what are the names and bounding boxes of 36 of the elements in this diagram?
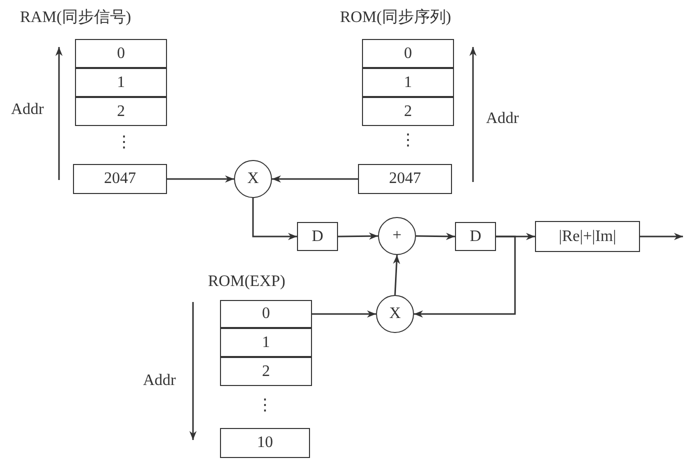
operator-circle: X bbox=[376, 295, 414, 333]
ellipsis: ⋮ bbox=[116, 135, 132, 151]
memory-title: ROM(同步序列) bbox=[340, 10, 452, 26]
ellipsis: ⋮ bbox=[257, 398, 273, 414]
memory-cell: 0 bbox=[220, 300, 312, 328]
arrow bbox=[338, 232, 378, 240]
axis-label: Addr bbox=[11, 102, 44, 118]
ellipsis: ⋮ bbox=[400, 133, 416, 149]
arrow bbox=[272, 175, 358, 183]
operator-circle: + bbox=[378, 217, 416, 255]
memory-cell: 0 bbox=[75, 39, 167, 68]
arrow bbox=[640, 232, 683, 240]
memory-title: ROM(EXP) bbox=[208, 274, 286, 290]
operator-circle: X bbox=[234, 160, 272, 198]
memory-cell: 1 bbox=[220, 328, 312, 357]
axis-label: Addr bbox=[143, 373, 176, 389]
arrow bbox=[416, 232, 456, 240]
memory-cell: 2047 bbox=[358, 164, 452, 194]
arrow bbox=[414, 236, 516, 318]
memory-cell: 2047 bbox=[73, 164, 167, 194]
arrow bbox=[392, 254, 400, 296]
memory-cell: 0 bbox=[362, 39, 454, 68]
memory-cell: 2 bbox=[362, 97, 454, 126]
axis-label: Addr bbox=[486, 111, 519, 127]
process-box: D bbox=[297, 222, 338, 251]
process-box: D bbox=[455, 222, 496, 251]
memory-cell: 2 bbox=[75, 97, 167, 126]
memory-cell: 1 bbox=[75, 68, 167, 97]
memory-title: RAM(同步信号) bbox=[20, 10, 132, 26]
memory-cell: 2 bbox=[220, 357, 312, 386]
arrow bbox=[312, 310, 376, 318]
arrow bbox=[252, 198, 297, 240]
memory-cell: 1 bbox=[362, 68, 454, 97]
arrow bbox=[167, 175, 234, 183]
memory-cell: 10 bbox=[220, 428, 310, 458]
process-box: |Re|+|Im| bbox=[535, 221, 640, 252]
